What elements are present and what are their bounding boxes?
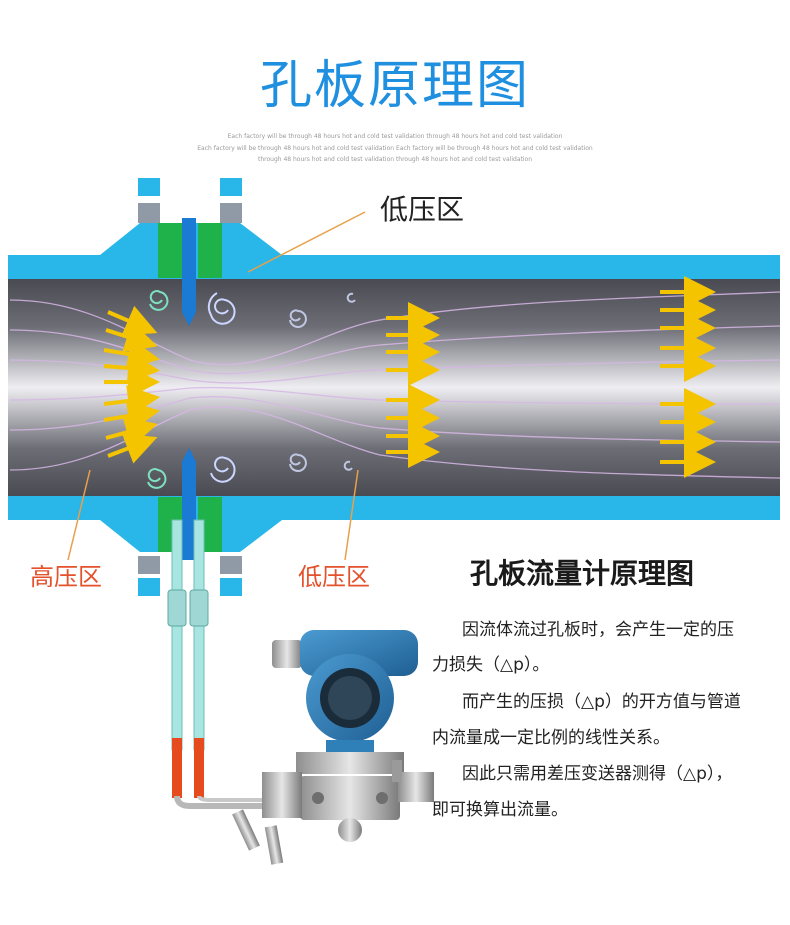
subtitle-line: Each factory will be through 48 hours ho…	[197, 145, 593, 152]
differential-pressure-transmitter	[232, 630, 434, 865]
description-line: 因流体流过孔板时，会产生一定的压	[462, 620, 734, 640]
subtitle-line: Each factory will be through 48 hours ho…	[227, 133, 563, 140]
impulse-tubes	[167, 519, 290, 809]
pipe	[8, 178, 780, 596]
page-title: 孔板原理图	[259, 56, 530, 116]
low-pressure-zone-label: 低压区	[298, 563, 370, 591]
subtitle-line: through 48 hours hot and cold test valid…	[257, 156, 532, 163]
vortex-swirls	[147, 290, 356, 489]
low-pressure-zone-label: 低压区	[380, 193, 465, 226]
description-line: 力损失（△p）。	[432, 655, 550, 675]
description-line: 而产生的压损（△p）的开方值与管道	[462, 692, 741, 712]
description-line: 内流量成一定比例的线性关系。	[432, 728, 670, 748]
description-line: 因此只需用差压变送器测得（△p），	[462, 764, 733, 784]
flowmeter-diagram-title: 孔板流量计原理图	[470, 557, 695, 590]
flow-arrows	[103, 276, 716, 478]
description-line: 即可换算出流量。	[432, 800, 568, 820]
callout-lines	[67, 211, 366, 561]
high-pressure-zone-label: 高压区	[30, 563, 102, 591]
